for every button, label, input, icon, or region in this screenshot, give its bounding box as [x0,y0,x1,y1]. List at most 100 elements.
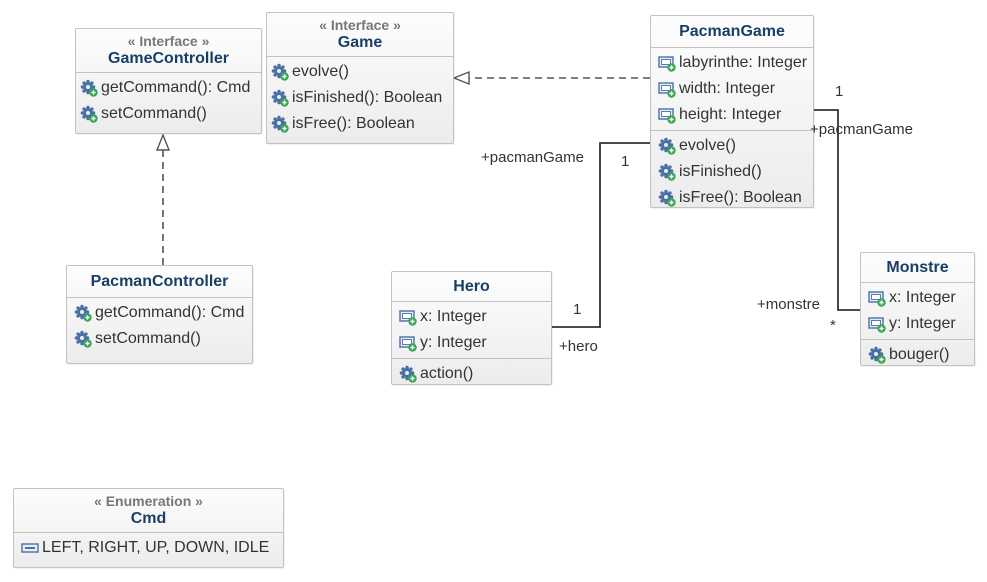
literal-label: LEFT, RIGHT, UP, DOWN, IDLE [42,539,270,556]
operation-label: bouger() [889,346,950,363]
attribute-label: y: Integer [889,315,956,332]
attribute-row[interactable]: y: Integer [868,311,974,337]
enum-literal-icon [21,539,39,557]
association-pacman-monstre [814,109,860,311]
attributes-compartment: x: Integer y: Integer [392,301,551,358]
operation-row[interactable]: evolve() [271,59,453,85]
class-game[interactable]: « Interface » Game evolve() isFinished()… [266,12,454,144]
role-label-pacman-game-monstre-end: +pacmanGame [810,121,913,138]
operation-label: isFinished(): Boolean [292,89,443,106]
class-name: Monstre [886,259,949,276]
operation-label: setCommand() [95,330,201,347]
attribute-row[interactable]: labyrinthe: Integer [658,50,813,76]
class-hero[interactable]: Hero x: Integer y: Integer action() [391,271,552,385]
operation-row[interactable]: setCommand() [80,101,261,127]
operation-row[interactable]: isFinished() [658,159,813,185]
realization-arrowhead-game [452,70,470,86]
class-pacman-controller[interactable]: PacmanController getCommand(): Cmd setCo… [66,265,253,364]
enumeration-cmd[interactable]: « Enumeration » Cmd LEFT, RIGHT, UP, DOW… [13,488,284,568]
gear-plus-icon [399,365,417,383]
operations-compartment: action() [392,358,551,389]
gear-plus-icon [658,163,676,181]
stereotype-label: « Interface » [319,17,401,33]
class-header: « Interface » GameController [76,29,261,72]
stereotype-label: « Enumeration » [94,493,203,509]
operation-row[interactable]: evolve() [658,133,813,159]
class-name: Hero [453,278,490,295]
operation-row[interactable]: setCommand() [74,326,252,352]
class-header: PacmanGame [651,16,813,47]
operation-label: setCommand() [101,105,207,122]
operation-row[interactable]: action() [399,361,551,387]
operations-compartment: bouger() [861,339,974,370]
operation-label: isFinished() [679,163,762,180]
operation-row[interactable]: bouger() [868,342,974,368]
class-name: Cmd [130,510,167,527]
gear-plus-icon [271,115,289,133]
field-plus-icon [868,315,886,333]
class-pacman-game[interactable]: PacmanGame labyrinthe: Integer width: In… [650,15,814,208]
attribute-label: y: Integer [420,334,487,351]
operations-compartment: evolve() isFinished() isFree(): Boolean [651,130,813,213]
operation-row[interactable]: isFree(): Boolean [658,185,813,211]
multiplicity-monstre-end: * [830,317,836,334]
gear-plus-icon [271,63,289,81]
operation-label: isFree(): Boolean [292,115,415,132]
class-name: PacmanController [90,273,229,290]
operation-label: isFree(): Boolean [679,189,802,206]
field-plus-icon [868,289,886,307]
operation-label: evolve() [679,137,736,154]
gear-plus-icon [80,79,98,97]
class-header: Hero [392,272,551,301]
attribute-label: x: Integer [420,308,487,325]
operations-compartment: evolve() isFinished(): Boolean isFree():… [267,56,453,139]
attribute-row[interactable]: width: Integer [658,76,813,102]
gear-plus-icon [80,105,98,123]
operation-label: getCommand(): Cmd [95,304,245,321]
operation-label: evolve() [292,63,349,80]
operation-row[interactable]: isFree(): Boolean [271,111,453,137]
field-plus-icon [399,308,417,326]
gear-plus-icon [74,304,92,322]
role-label-pacman-game-hero-end: +pacmanGame [481,149,584,166]
association-hero-pacman [552,142,650,328]
class-header: « Enumeration » Cmd [14,489,283,532]
operation-row[interactable]: getCommand(): Cmd [80,75,261,101]
attribute-row[interactable]: x: Integer [868,285,974,311]
gear-plus-icon [868,346,886,364]
field-plus-icon [658,80,676,98]
gear-plus-icon [271,89,289,107]
attribute-label: labyrinthe: Integer [679,54,808,71]
multiplicity-hero-end: 1 [573,301,582,318]
attribute-label: width: Integer [679,80,776,97]
class-header: PacmanController [67,266,252,297]
gear-plus-icon [658,189,676,207]
attribute-row[interactable]: x: Integer [399,304,551,330]
field-plus-icon [399,334,417,352]
field-plus-icon [658,54,676,72]
class-header: « Interface » Game [267,13,453,56]
class-name: GameController [108,50,229,67]
literals-compartment: LEFT, RIGHT, UP, DOWN, IDLE [14,532,283,563]
class-name: PacmanGame [679,23,785,40]
attributes-compartment: x: Integer y: Integer [861,282,974,339]
class-game-controller[interactable]: « Interface » GameController getCommand(… [75,28,262,134]
gear-plus-icon [74,330,92,348]
multiplicity-pacman-game-hero-end: 1 [621,153,630,170]
class-name: Game [337,34,383,51]
attribute-row[interactable]: height: Integer [658,102,813,128]
role-label-hero-end: +hero [559,338,598,355]
operation-row[interactable]: getCommand(): Cmd [74,300,252,326]
attributes-compartment: labyrinthe: Integer width: Integer heigh… [651,47,813,130]
realization-arrowhead-controller [155,133,171,151]
operation-label: action() [420,365,474,382]
operation-row[interactable]: isFinished(): Boolean [271,85,453,111]
role-label-monstre-end: +monstre [757,296,820,313]
attribute-label: height: Integer [679,106,782,123]
class-monstre[interactable]: Monstre x: Integer y: Integer bouger() [860,252,975,366]
stereotype-label: « Interface » [127,33,210,49]
attribute-row[interactable]: y: Integer [399,330,551,356]
literal-row[interactable]: LEFT, RIGHT, UP, DOWN, IDLE [21,535,283,561]
attribute-label: x: Integer [889,289,956,306]
